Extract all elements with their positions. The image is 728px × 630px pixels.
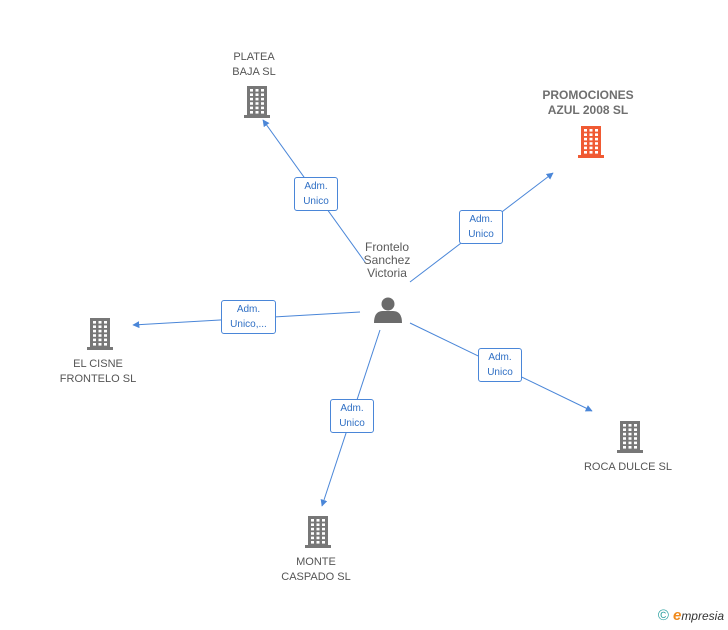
person-icon[interactable] — [374, 297, 402, 324]
company-label-monte[interactable]: MONTE CASPADO SL — [281, 556, 351, 583]
edge-label-elcisne[interactable]: Adm. Unico,... — [221, 300, 276, 334]
company-label-promociones[interactable]: PROMOCIONES AZUL 2008 SL — [542, 88, 634, 117]
edge-label-monte[interactable]: Adm. Unico — [330, 399, 374, 433]
edge-label-promociones[interactable]: Adm. Unico — [459, 210, 503, 244]
edge-label-platea[interactable]: Adm. Unico — [294, 177, 338, 211]
company-label-roca[interactable]: ROCA DULCE SL — [583, 461, 673, 473]
brand-name: mpresia — [681, 609, 724, 623]
center-person-label[interactable]: Frontelo Sanchez Victoria — [363, 240, 411, 280]
edge-label-roca[interactable]: Adm. Unico — [478, 348, 522, 382]
building-icon-promociones[interactable] — [578, 126, 604, 158]
company-label-platea[interactable]: PLATEA BAJA SL — [232, 51, 276, 78]
building-icon-platea[interactable] — [244, 86, 270, 118]
building-icon-roca[interactable] — [617, 421, 643, 453]
building-icon-monte[interactable] — [305, 516, 331, 548]
copyright-symbol: © — [657, 607, 669, 624]
building-icon-elcisne[interactable] — [87, 318, 113, 350]
company-label-elcisne[interactable]: EL CISNE FRONTELO SL — [59, 358, 137, 385]
empresia-logo: ©empresia — [658, 607, 724, 624]
brand-e: e — [672, 607, 682, 624]
